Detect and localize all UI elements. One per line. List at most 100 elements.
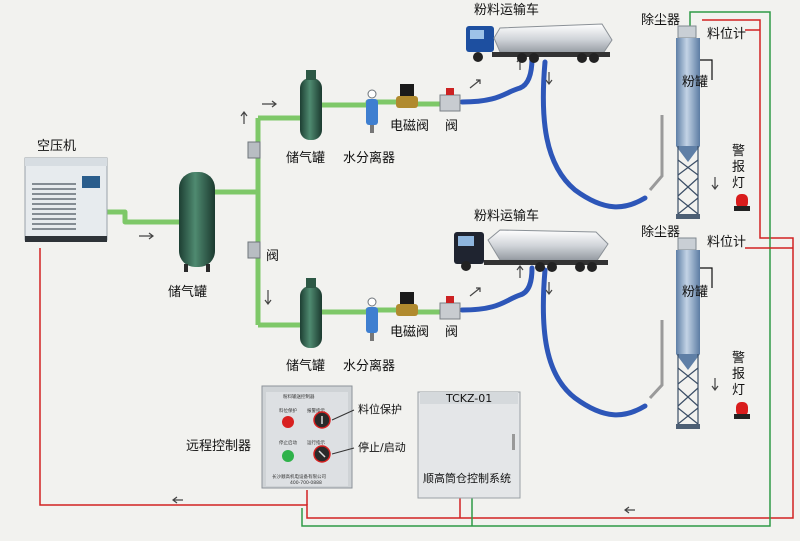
panel-small-1: 料位保护 [279,407,297,414]
label-top-silo: 粉罐 [682,75,708,90]
cabinet-name: 顺高筒仓控制系统 [423,471,511,485]
air-compressor: 空压机 [24,139,108,242]
arrow-down-icon [711,378,719,391]
silo-feed-pipe-bottom [648,320,664,400]
label-bottom-separator: 水分离器 [343,358,395,374]
panel-small-3: 停止启动 [279,439,297,446]
label-bottom-silo: 粉罐 [682,285,708,300]
label-bottom-solenoid: 电磁阀 [390,325,429,340]
bottom-water-separator: 水分离器 [343,297,395,374]
label-bottom-tank: 储气罐 [286,358,325,374]
top-solenoid-valve: 电磁阀 [390,84,429,134]
label-compressor: 空压机 [37,139,76,154]
panel-phone: 400-700-0888 [290,480,322,486]
label-junction-valve: 阀 [266,249,279,264]
label-remote-controller: 远程控制器 [186,439,251,454]
arrow-left-icon [624,506,635,514]
label-bottom-valve: 阀 [445,325,458,340]
compressor-grille [32,183,76,230]
label-top-solenoid: 电磁阀 [390,119,429,134]
bottom-air-tank: 储气罐 [286,278,325,374]
label-top-valve: 阀 [445,119,458,134]
label-level-protect: 料位保护 [358,402,402,416]
powder-hoses [459,55,648,418]
arrow-right-icon [262,100,277,108]
arrow-down-icon [711,177,719,190]
panel-company: 长沙顺高机电设备有限公司 [272,473,326,480]
pipe-compressor-to-tank [105,209,180,225]
panel-small-4: 运行指示 [307,439,325,446]
label-bottom-alarm-3: 灯 [732,383,745,398]
bottom-dust-collector [677,237,697,251]
green-control-wire [301,11,771,527]
label-top-tank: 储气罐 [286,150,325,166]
label-top-alarm-2: 报 [732,160,745,175]
compressor-display [82,176,100,188]
top-powder-truck: 粉料运输车 [466,2,613,63]
arrow-down-icon [264,290,272,305]
bottom-alarm-lamp [736,402,748,416]
label-bottom-dust-collector: 除尘器 [641,225,680,240]
junction-valves: 阀 [247,141,279,264]
label-bottom-alarm-2: 报 [732,367,745,382]
label-top-alarm-1: 警 [732,143,745,159]
arrow-up-right-icon [469,79,481,89]
top-level-gauge-wire [700,59,713,80]
bottom-solenoid-valve: 电磁阀 [390,292,429,340]
top-water-separator: 水分离器 [343,89,395,166]
hose-bottom-truck-to-silo [540,267,648,418]
pipe-bottom-line-2 [322,307,400,315]
arrow-down-icon [545,282,553,295]
control-wiring [39,11,794,527]
air-pipes [105,99,440,328]
top-ball-valve: 阀 [439,88,461,134]
pipe-top-line-2 [322,99,400,108]
arrow-up-right-icon [469,287,481,297]
arrow-left-icon [172,496,183,504]
bottom-level-gauge-wire [700,267,713,288]
panel-title: 粉料输送控制器 [283,393,315,400]
main-air-receiver: 储气罐 [168,172,215,300]
panel-small-2: 报警指示 [307,407,325,414]
hose-bottom-valve-to-truck [459,265,535,313]
silo-feed-pipes [648,115,664,400]
label-stop-start: 停止/启动 [358,440,406,454]
run-indicator-light [282,450,294,462]
top-silo: 除尘器 粉罐 料位计 警 报 灯 [641,13,750,219]
top-dust-collector [677,25,697,39]
silo-feed-pipe-top [648,115,664,191]
cabinet-model: TCKZ-01 [445,392,492,405]
top-air-tank: 储气罐 [286,70,325,166]
arrow-right-icon [139,232,154,240]
arrow-up-icon [240,111,248,124]
bottom-ball-valve: 阀 [439,296,461,340]
top-conveying-line: 储气罐 水分离器 电磁阀 阀 粉料运输车 [286,2,750,219]
red-control-wire [39,19,794,519]
label-main-tank: 储气罐 [168,284,207,300]
hose-top-truck-to-silo [540,59,648,210]
label-bottom-truck: 粉料运输车 [474,208,539,224]
label-top-alarm-3: 灯 [732,176,745,191]
bottom-silo-legs [677,354,699,426]
remote-controller: 远程控制器 粉料输送控制器 料位保护 报警指示 停止启动 运行指示 长沙顺高机电… [186,385,406,489]
label-top-level-gauge: 料位计 [707,27,746,42]
alarm-indicator-light [282,416,294,428]
hose-top-valve-to-truck [459,55,535,105]
label-bottom-level-gauge: 料位计 [707,235,746,250]
wire-arrows [172,177,719,514]
junction-valve-bottom [247,241,261,259]
label-top-dust-collector: 除尘器 [641,13,680,28]
junction-valve-top [247,141,261,159]
bottom-powder-truck: 粉料运输车 [454,208,609,272]
arrow-down-icon [545,72,553,85]
bottom-conveying-line: 储气罐 水分离器 电磁阀 阀 粉料运输车 除 [286,208,750,429]
label-top-truck: 粉料运输车 [474,2,539,18]
label-top-separator: 水分离器 [343,150,395,166]
bottom-silo: 除尘器 粉罐 料位计 警 报 灯 [641,225,750,429]
arrow-up-icon [516,265,524,278]
top-alarm-lamp [736,194,748,208]
control-cabinet: TCKZ-01 顺高筒仓控制系统 [417,391,521,499]
top-silo-legs [677,146,699,216]
label-bottom-alarm-1: 警 [732,350,745,366]
